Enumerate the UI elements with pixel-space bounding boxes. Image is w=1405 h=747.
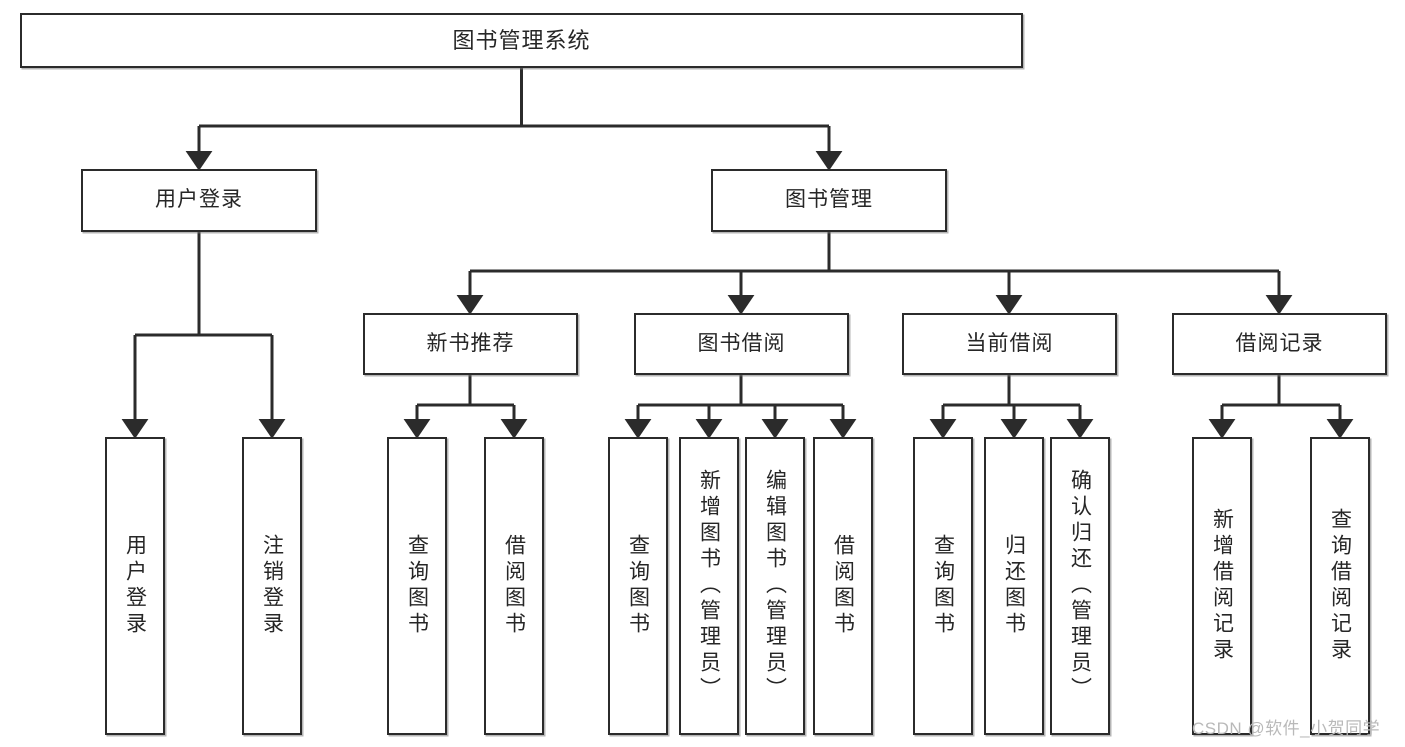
node-label-book-manage: 图书管理 — [785, 188, 873, 212]
node-book-manage[interactable]: 图书管理 — [711, 169, 947, 232]
node-label-new-book-rec: 新书推荐 — [426, 331, 515, 355]
node-label-leaf-user-login: 用户登录 — [123, 534, 147, 638]
node-label-current-borrow: 当前借阅 — [965, 331, 1054, 355]
node-label-leaf-query-record: 查询借阅记录 — [1328, 508, 1352, 664]
node-leaf-borrow-book-2[interactable]: 借阅图书 — [813, 437, 873, 735]
node-label-leaf-borrow-book-2: 借阅图书 — [831, 534, 855, 638]
node-book-borrow[interactable]: 图书借阅 — [634, 313, 849, 375]
csdn-watermark: CSDN @软件_小贺同学 — [1192, 719, 1381, 738]
node-leaf-confirm-return[interactable]: 确认归还（管理员） — [1050, 437, 1110, 735]
node-label-user-login: 用户登录 — [155, 188, 243, 212]
node-root[interactable]: 图书管理系统 — [20, 13, 1023, 68]
node-label-leaf-logout: 注销登录 — [260, 534, 284, 638]
node-current-borrow[interactable]: 当前借阅 — [902, 313, 1117, 375]
node-leaf-query-book-3[interactable]: 查询图书 — [913, 437, 973, 735]
node-new-book-rec[interactable]: 新书推荐 — [363, 313, 578, 375]
node-leaf-query-book-2[interactable]: 查询图书 — [608, 437, 668, 735]
node-leaf-borrow-book-1[interactable]: 借阅图书 — [484, 437, 544, 735]
node-user-login[interactable]: 用户登录 — [81, 169, 317, 232]
node-borrow-record[interactable]: 借阅记录 — [1172, 313, 1387, 375]
node-label-leaf-return-book: 归还图书 — [1002, 534, 1026, 638]
node-label-leaf-borrow-book-1: 借阅图书 — [502, 534, 526, 638]
node-label-book-borrow: 图书借阅 — [697, 331, 786, 355]
node-label-borrow-record: 借阅记录 — [1235, 331, 1324, 355]
node-label-leaf-query-book-1: 查询图书 — [405, 534, 429, 638]
node-leaf-query-book-1[interactable]: 查询图书 — [387, 437, 447, 735]
node-leaf-edit-book[interactable]: 编辑图书（管理员） — [745, 437, 805, 735]
node-label-leaf-confirm-return: 确认归还（管理员） — [1068, 469, 1092, 703]
node-label-leaf-edit-book: 编辑图书（管理员） — [763, 469, 787, 703]
node-leaf-query-record[interactable]: 查询借阅记录 — [1310, 437, 1370, 735]
node-label-leaf-query-book-3: 查询图书 — [931, 534, 955, 638]
node-leaf-add-record[interactable]: 新增借阅记录 — [1192, 437, 1252, 735]
node-label-leaf-add-record: 新增借阅记录 — [1210, 508, 1234, 664]
node-label-leaf-query-book-2: 查询图书 — [626, 534, 650, 638]
node-leaf-user-login[interactable]: 用户登录 — [105, 437, 165, 735]
node-leaf-logout[interactable]: 注销登录 — [242, 437, 302, 735]
node-label-leaf-add-book: 新增图书（管理员） — [697, 469, 721, 703]
node-leaf-add-book[interactable]: 新增图书（管理员） — [679, 437, 739, 735]
node-leaf-return-book[interactable]: 归还图书 — [984, 437, 1044, 735]
node-label-root: 图书管理系统 — [452, 27, 591, 53]
